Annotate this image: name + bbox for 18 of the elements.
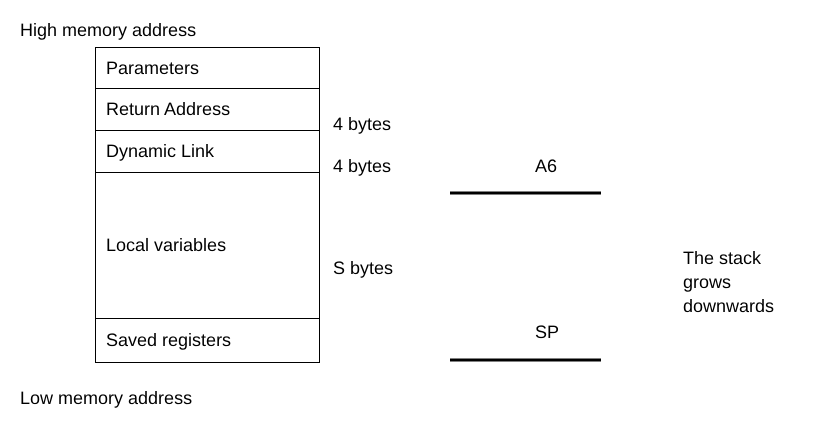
row-label: Saved registers <box>106 330 232 351</box>
register-label: SP <box>535 321 560 343</box>
stack-frame-row <box>95 130 320 173</box>
row-label: Return Address <box>106 99 230 120</box>
row-label: Local variables <box>106 235 226 256</box>
size-label: 4 bytes <box>333 155 392 177</box>
stack-frame-row <box>95 318 320 363</box>
heading: High memory address <box>20 19 196 41</box>
stack-frame-row <box>95 172 320 319</box>
register-label: A6 <box>535 155 558 177</box>
size-label: 4 bytes <box>333 113 392 135</box>
stack-frame-row <box>95 88 320 131</box>
note: The stack grows downwards <box>683 247 776 318</box>
heading: Low memory address <box>20 387 192 409</box>
stack-frame-row <box>95 47 320 89</box>
row-label: Dynamic Link <box>106 141 214 162</box>
row-label: Parameters <box>106 58 200 78</box>
size-label: S bytes <box>333 257 394 279</box>
